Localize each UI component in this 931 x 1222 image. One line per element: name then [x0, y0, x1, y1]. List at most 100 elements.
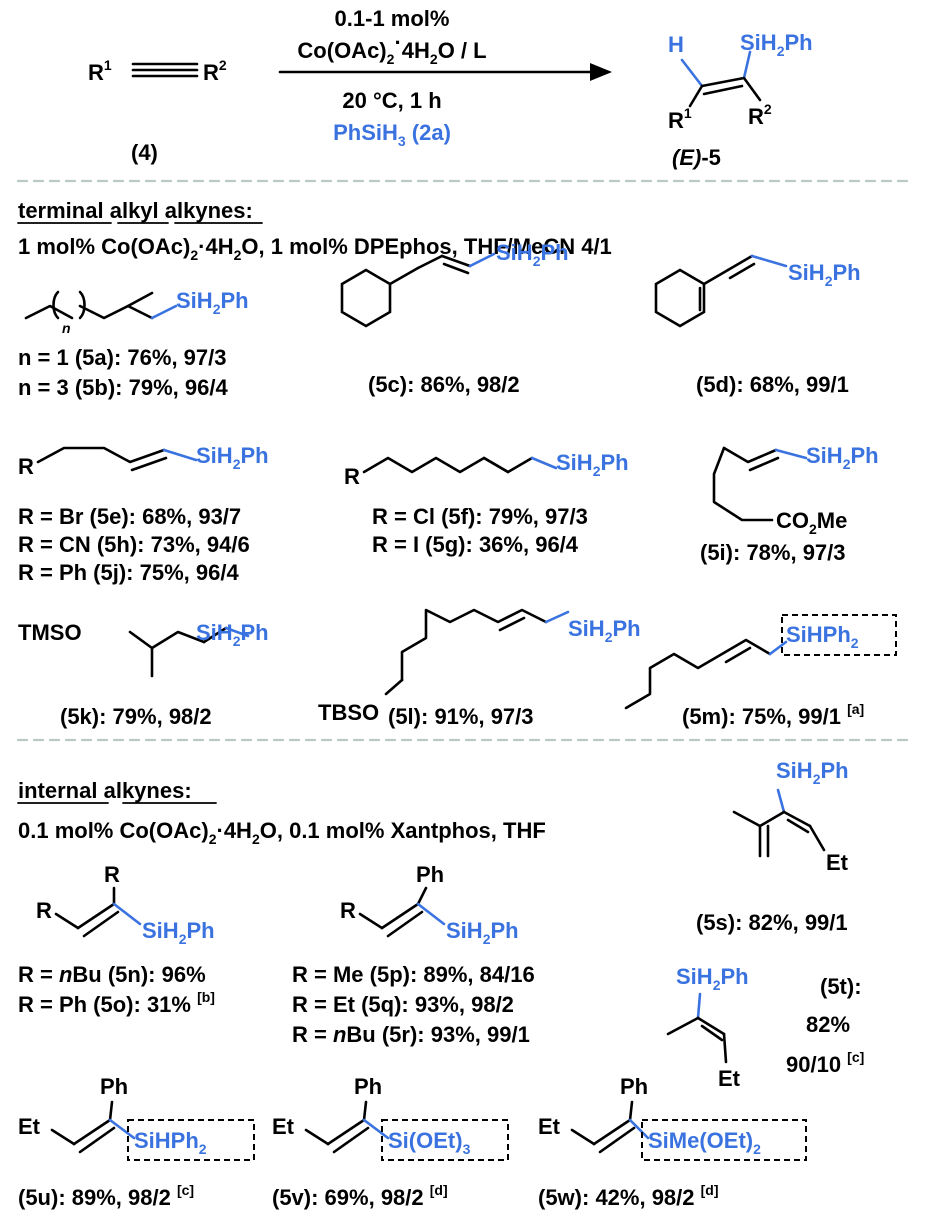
structure-5s: SiH2Ph Et (5s): 82%, 99/1: [696, 758, 849, 935]
entry-5s: (5s): 82%, 99/1: [696, 910, 848, 935]
structure-5v: Ph Et Si(OEt)3 (5v): 69%, 98/2 [d]: [272, 1074, 509, 1210]
structure-5i: SiH2Ph CO2Me (5i): 78%, 97/3: [700, 443, 879, 565]
svg-text:SiH2Ph: SiH2Ph: [496, 240, 569, 269]
entry-5q: R = Et (5q): 93%, 98/2: [292, 992, 514, 1017]
structure-5w: Ph Et SiMe(OEt)2 (5w): 42%, 98/2 [d]: [538, 1074, 807, 1210]
entry-5f: R = Cl (5f): 79%, 97/3: [372, 504, 588, 529]
internal-conditions: 0.1 mol% Co(OAc)2·4H2O, 0.1 mol% Xantpho…: [18, 818, 546, 847]
entry-5i: (5i): 78%, 97/3: [700, 540, 846, 565]
svg-text:SiMe(OEt)2: SiMe(OEt)2: [648, 1128, 761, 1157]
entry-5d: (5d): 68%, 99/1: [696, 372, 849, 397]
terminal-conditions: 1 mol% Co(OAc)2·4H2O, 1 mol% DPEphos, TH…: [18, 234, 612, 263]
svg-text:R: R: [18, 454, 34, 479]
svg-text:Si(OEt)3: Si(OEt)3: [388, 1128, 471, 1157]
svg-text:SiHPh2: SiHPh2: [134, 1128, 207, 1157]
svg-text:TBSO: TBSO: [318, 700, 379, 725]
svg-text:SiH2Ph: SiH2Ph: [196, 620, 269, 649]
entry-5t-label: (5t):: [820, 974, 862, 999]
svg-text:Et: Et: [18, 1114, 41, 1139]
svg-text:R1: R1: [668, 105, 692, 133]
structure-5d: SiH2Ph (5d): 68%, 99/1: [654, 254, 861, 397]
internal-heading: internal alkynes: 0.1 mol% Co(OAc)2·4H2O…: [17, 778, 546, 847]
svg-text:R: R: [344, 464, 360, 489]
entry-5u: (5u): 89%, 98/2 [c]: [18, 1182, 194, 1210]
highlight-box-5w: [641, 1119, 807, 1161]
entry-5t-yield: 82%: [806, 1012, 850, 1037]
structure-5l: SiH2Ph TBSO (5l): 91%, 97/3: [318, 608, 641, 729]
structure-5n-5o: R R SiH2Ph R = nBu (5n): 96% R = Ph (5o)…: [18, 862, 215, 1017]
entry-5m: (5m): 75%, 99/1 [a]: [682, 701, 864, 729]
entry-5p: R = Me (5p): 89%, 84/16: [292, 962, 535, 987]
svg-text:n: n: [62, 320, 71, 336]
entry-5l: (5l): 91%, 97/3: [388, 704, 534, 729]
svg-text:SiH2Ph: SiH2Ph: [776, 758, 849, 787]
structure-5c: SiH2Ph (5c): 86%, 98/2: [340, 240, 569, 397]
svg-text:SiH2Ph: SiH2Ph: [806, 443, 879, 472]
highlight-box-5m: [781, 614, 897, 656]
entry-5h: R = CN (5h): 73%, 94/6: [18, 532, 250, 557]
header-reactant: R1 R2 (4): [88, 57, 227, 165]
svg-text:Et: Et: [826, 850, 849, 875]
terminal-heading: terminal alkyl alkynes: 1 mol% Co(OAc)2·…: [17, 198, 612, 263]
product-label: (E)-5: [672, 145, 721, 170]
entry-5e: R = Br (5e): 68%, 93/7: [18, 504, 241, 529]
svg-text:SiH2Ph: SiH2Ph: [676, 964, 749, 993]
header-conditions: 0.1-1 mol% Co(OAc)2·4H2O / L 20 °C, 1 h …: [278, 6, 612, 149]
highlight-box-5v: [381, 1119, 509, 1161]
svg-text:SiH2Ph: SiH2Ph: [176, 288, 249, 317]
structure-5m: SiHPh2 (5m): 75%, 99/1 [a]: [624, 614, 897, 729]
svg-text:Ph: Ph: [620, 1074, 648, 1099]
reactant-label: (4): [131, 140, 158, 165]
structure-5a-5b: n SiH2Ph n = 1 (5a): 76%, 97/3 n = 3 (5b…: [18, 288, 249, 400]
svg-text:internal alkynes:: internal alkynes:: [18, 778, 192, 803]
structure-5t: SiH2Ph Et (5t): 82% 90/10 [c]: [666, 964, 864, 1091]
svg-text:Ph: Ph: [416, 862, 444, 887]
entry-5a: n = 1 (5a): 76%, 97/3: [18, 345, 227, 370]
entry-5r: R = nBu (5r): 93%, 99/1: [292, 1022, 530, 1047]
entry-5g: R = I (5g): 36%, 96/4: [372, 532, 579, 557]
entry-5t-ratio: 90/10 [c]: [786, 1049, 864, 1077]
svg-text:R1: R1: [88, 57, 112, 85]
highlight-box-5u: [127, 1119, 255, 1161]
entry-5w: (5w): 42%, 98/2 [d]: [538, 1182, 719, 1210]
entry-5c: (5c): 86%, 98/2: [368, 372, 520, 397]
svg-text:Ph: Ph: [100, 1074, 128, 1099]
svg-text:SiHPh2: SiHPh2: [786, 622, 859, 651]
svg-text:SiH2Ph: SiH2Ph: [556, 450, 629, 479]
structure-5u: Ph Et SiHPh2 (5u): 89%, 98/2 [c]: [18, 1074, 255, 1210]
condition-catalyst: Co(OAc)2·4H2O / L: [297, 30, 486, 67]
svg-text:CO2Me: CO2Me: [776, 508, 847, 537]
svg-text:Et: Et: [538, 1114, 561, 1139]
condition-silane: PhSiH3 (2a): [333, 120, 451, 149]
svg-text:R: R: [340, 898, 356, 923]
header-product: H SiH2Ph R1 R2 (E)-5: [668, 30, 813, 170]
svg-text:Et: Et: [718, 1066, 741, 1091]
entry-5n: R = nBu (5n): 96%: [18, 962, 206, 987]
svg-text:Ph: Ph: [354, 1074, 382, 1099]
svg-text:R: R: [36, 898, 52, 923]
product-silyl: SiH2Ph: [740, 30, 813, 59]
svg-text:TMSO: TMSO: [18, 620, 82, 645]
condition-temp-time: 20 °C, 1 h: [342, 88, 441, 113]
svg-text:R: R: [104, 862, 120, 887]
condition-loading: 0.1-1 mol%: [335, 6, 450, 31]
entry-5o: R = Ph (5o): 31% [b]: [18, 989, 215, 1017]
entry-5b: n = 3 (5b): 79%, 96/4: [18, 375, 228, 400]
svg-text:H: H: [668, 32, 684, 57]
reaction-arrow-head: [590, 63, 612, 81]
structure-5p-5q-5r: Ph R SiH2Ph R = Me (5p): 89%, 84/16 R = …: [292, 862, 535, 1047]
svg-text:SiH2Ph: SiH2Ph: [196, 443, 269, 472]
svg-text:SiH2Ph: SiH2Ph: [568, 616, 641, 645]
structure-5f-5g: R SiH2Ph R = Cl (5f): 79%, 97/3 R = I (5…: [344, 450, 629, 557]
entry-5k: (5k): 79%, 98/2: [60, 704, 212, 729]
entry-5j: R = Ph (5j): 75%, 96/4: [18, 560, 239, 585]
svg-text:Et: Et: [272, 1114, 295, 1139]
structure-5k: TMSO . SiH2Ph (5k): 79%, 98/2: [18, 620, 269, 729]
svg-text:R2: R2: [203, 57, 227, 85]
svg-text:SiH2Ph: SiH2Ph: [788, 260, 861, 289]
svg-text:R2: R2: [748, 101, 772, 129]
svg-text:SiH2Ph: SiH2Ph: [142, 918, 215, 947]
structure-5e-5h-5j: R SiH2Ph R = Br (5e): 68%, 93/7 R = CN (…: [18, 443, 269, 585]
entry-5v: (5v): 69%, 98/2 [d]: [272, 1182, 448, 1210]
